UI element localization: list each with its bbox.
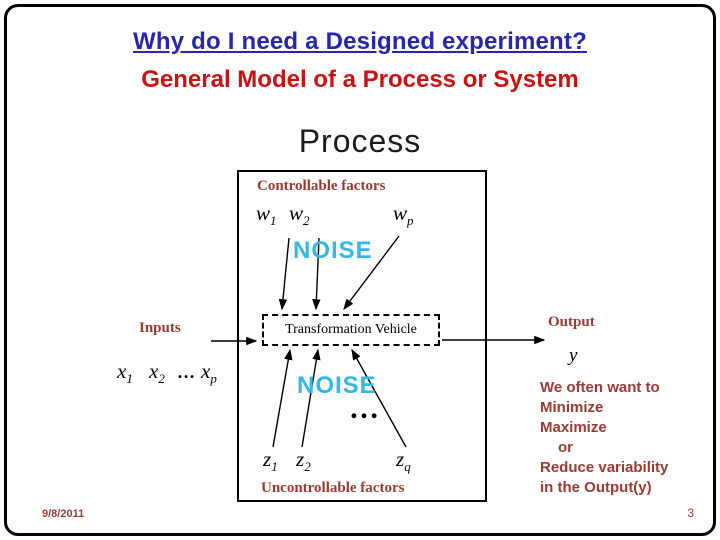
var-zq: zq — [396, 447, 411, 475]
annotation-line: Reduce variability — [540, 459, 669, 476]
slide-page-number: 3 — [687, 506, 694, 520]
process-heading: Process — [298, 123, 422, 159]
output-label: Output — [548, 314, 595, 330]
uncontrollable-factors-label: Uncontrollable factors — [261, 480, 405, 496]
annotation-line: We often want to — [540, 379, 660, 396]
slide-subtitle: General Model of a Process or System — [141, 66, 579, 93]
ellipsis: … — [349, 392, 381, 425]
var-z1: z1 — [263, 447, 278, 475]
slide-date: 9/8/2011 — [42, 508, 85, 520]
noise-bottom-label: NOISE — [297, 372, 377, 399]
var-x1: x1 — [117, 359, 133, 387]
var-xp: xp — [201, 359, 217, 387]
process-box — [237, 170, 487, 502]
var-z2: z2 — [296, 447, 311, 475]
var-w2: w2 — [289, 201, 310, 229]
controllable-factors-label: Controllable factors — [257, 178, 386, 194]
x-ellipsis: … — [177, 362, 195, 382]
transformation-vehicle-label: Transformation Vehicle — [285, 322, 417, 337]
transformation-vehicle-box: Transformation Vehicle — [262, 314, 440, 346]
annotation-block: We often want to Minimize Maximize or Re… — [540, 378, 715, 498]
slide-title: Why do I need a Designed experiment? — [133, 28, 587, 55]
var-x2: x2 — [149, 359, 165, 387]
inputs-label: Inputs — [139, 320, 181, 336]
annotation-line: Maximize — [540, 419, 607, 436]
var-y: y — [569, 345, 578, 366]
annotation-line: in the Output(y) — [540, 479, 652, 496]
annotation-line: Minimize — [540, 399, 604, 416]
annotation-line: or — [558, 439, 573, 456]
var-w1: w1 — [256, 201, 277, 229]
noise-top-label: NOISE — [293, 237, 373, 264]
var-wp: wp — [393, 201, 414, 229]
